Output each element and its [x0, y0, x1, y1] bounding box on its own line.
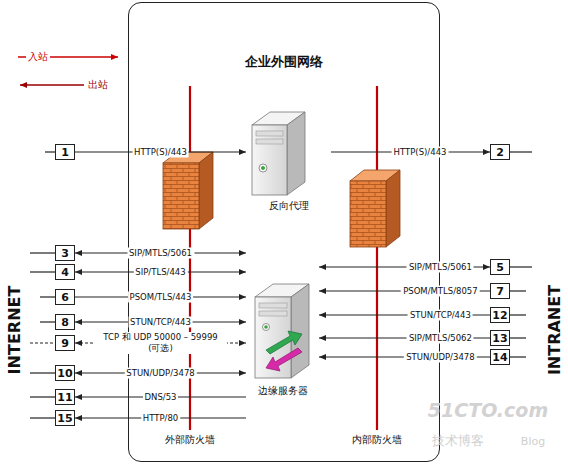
legend-text: 出站	[88, 78, 108, 92]
callout-number: 11	[57, 391, 72, 404]
protocol-label: SIP/TLS/443	[133, 267, 187, 278]
callout-box: 4	[55, 264, 75, 280]
callout-number: 10	[57, 367, 72, 380]
protocol-label: SIP/MTLS/5061	[407, 262, 474, 273]
zone-label: INTERNET	[5, 286, 24, 375]
server-label: 边缘服务器	[226, 384, 339, 398]
callout-box: 12	[490, 307, 510, 323]
firewall-label: 内部防火墙	[352, 433, 402, 447]
server-icon	[255, 284, 309, 378]
callout-number: 1	[61, 146, 69, 159]
callout-box: 14	[490, 349, 510, 365]
protocol-label: HTTP/80	[141, 413, 180, 424]
callout-number: 3	[61, 247, 69, 260]
callout-box: 9	[55, 335, 75, 351]
callout-box: 2	[490, 144, 510, 160]
protocol-label: TCP 和 UDP 50000 – 59999 (可选)	[95, 332, 227, 354]
watermark: 技术博客	[432, 432, 484, 450]
port-stub	[30, 152, 532, 418]
server-icon	[252, 112, 305, 195]
callout-box: 13	[490, 330, 510, 346]
callout-box: 11	[55, 389, 75, 405]
legend-text: 入站	[26, 50, 50, 64]
protocol-label: HTTP(S)/443	[392, 147, 449, 158]
callout-box: 7	[490, 283, 510, 299]
protocol-label: STUN/UDP/3478	[404, 352, 476, 363]
callout-number: 7	[496, 285, 504, 298]
callout-box: 8	[55, 314, 75, 330]
watermark: Blog	[521, 435, 545, 448]
server-node: 反向代理	[246, 106, 331, 218]
internal-firewall-line	[376, 86, 378, 430]
callout-box: 1	[55, 144, 75, 160]
zone-label: INTRANET	[545, 285, 564, 375]
protocol-label: SIP/MTLS/5061	[127, 248, 194, 259]
callout-number: 6	[61, 291, 69, 304]
callout-number: 13	[492, 332, 507, 345]
protocol-label: STUN/TCP/443	[408, 310, 473, 321]
callout-number: 8	[61, 316, 69, 329]
callout-number: 2	[496, 146, 504, 159]
callout-box: 5	[490, 259, 510, 275]
zone-title: 企业外围网络	[109, 53, 459, 71]
firewall-icon	[163, 152, 213, 229]
protocol-label: PSOM/MTLS/8057	[401, 286, 480, 297]
callout-box: 3	[55, 245, 75, 261]
protocol-label: SIP/MTLS/5062	[407, 333, 474, 344]
firewall-label: 外部防火墙	[165, 433, 215, 447]
callout-number: 12	[492, 309, 507, 322]
callout-number: 15	[57, 412, 72, 425]
outbound-sample	[20, 84, 84, 85]
callout-box: 10	[55, 365, 75, 381]
callout-box: 15	[55, 410, 75, 426]
callout-number: 9	[61, 337, 69, 350]
protocol-label: STUN/TCP/443	[128, 317, 193, 328]
callout-number: 14	[492, 351, 507, 364]
watermark: 51CTO.com	[428, 399, 548, 421]
protocol-label: HTTP(S)/443	[132, 147, 189, 158]
protocol-label: STUN/UDP/3478	[124, 368, 196, 379]
callout-number: 4	[61, 266, 69, 279]
server-node: 边缘服务器	[246, 241, 319, 429]
callout-box: 6	[55, 289, 75, 305]
firewall-icon	[350, 170, 400, 247]
server-label: 反向代理	[226, 199, 351, 213]
protocol-label: PSOM/TLS/443	[128, 292, 194, 303]
callout-number: 5	[496, 261, 504, 274]
protocol-label: DNS/53	[143, 392, 179, 403]
